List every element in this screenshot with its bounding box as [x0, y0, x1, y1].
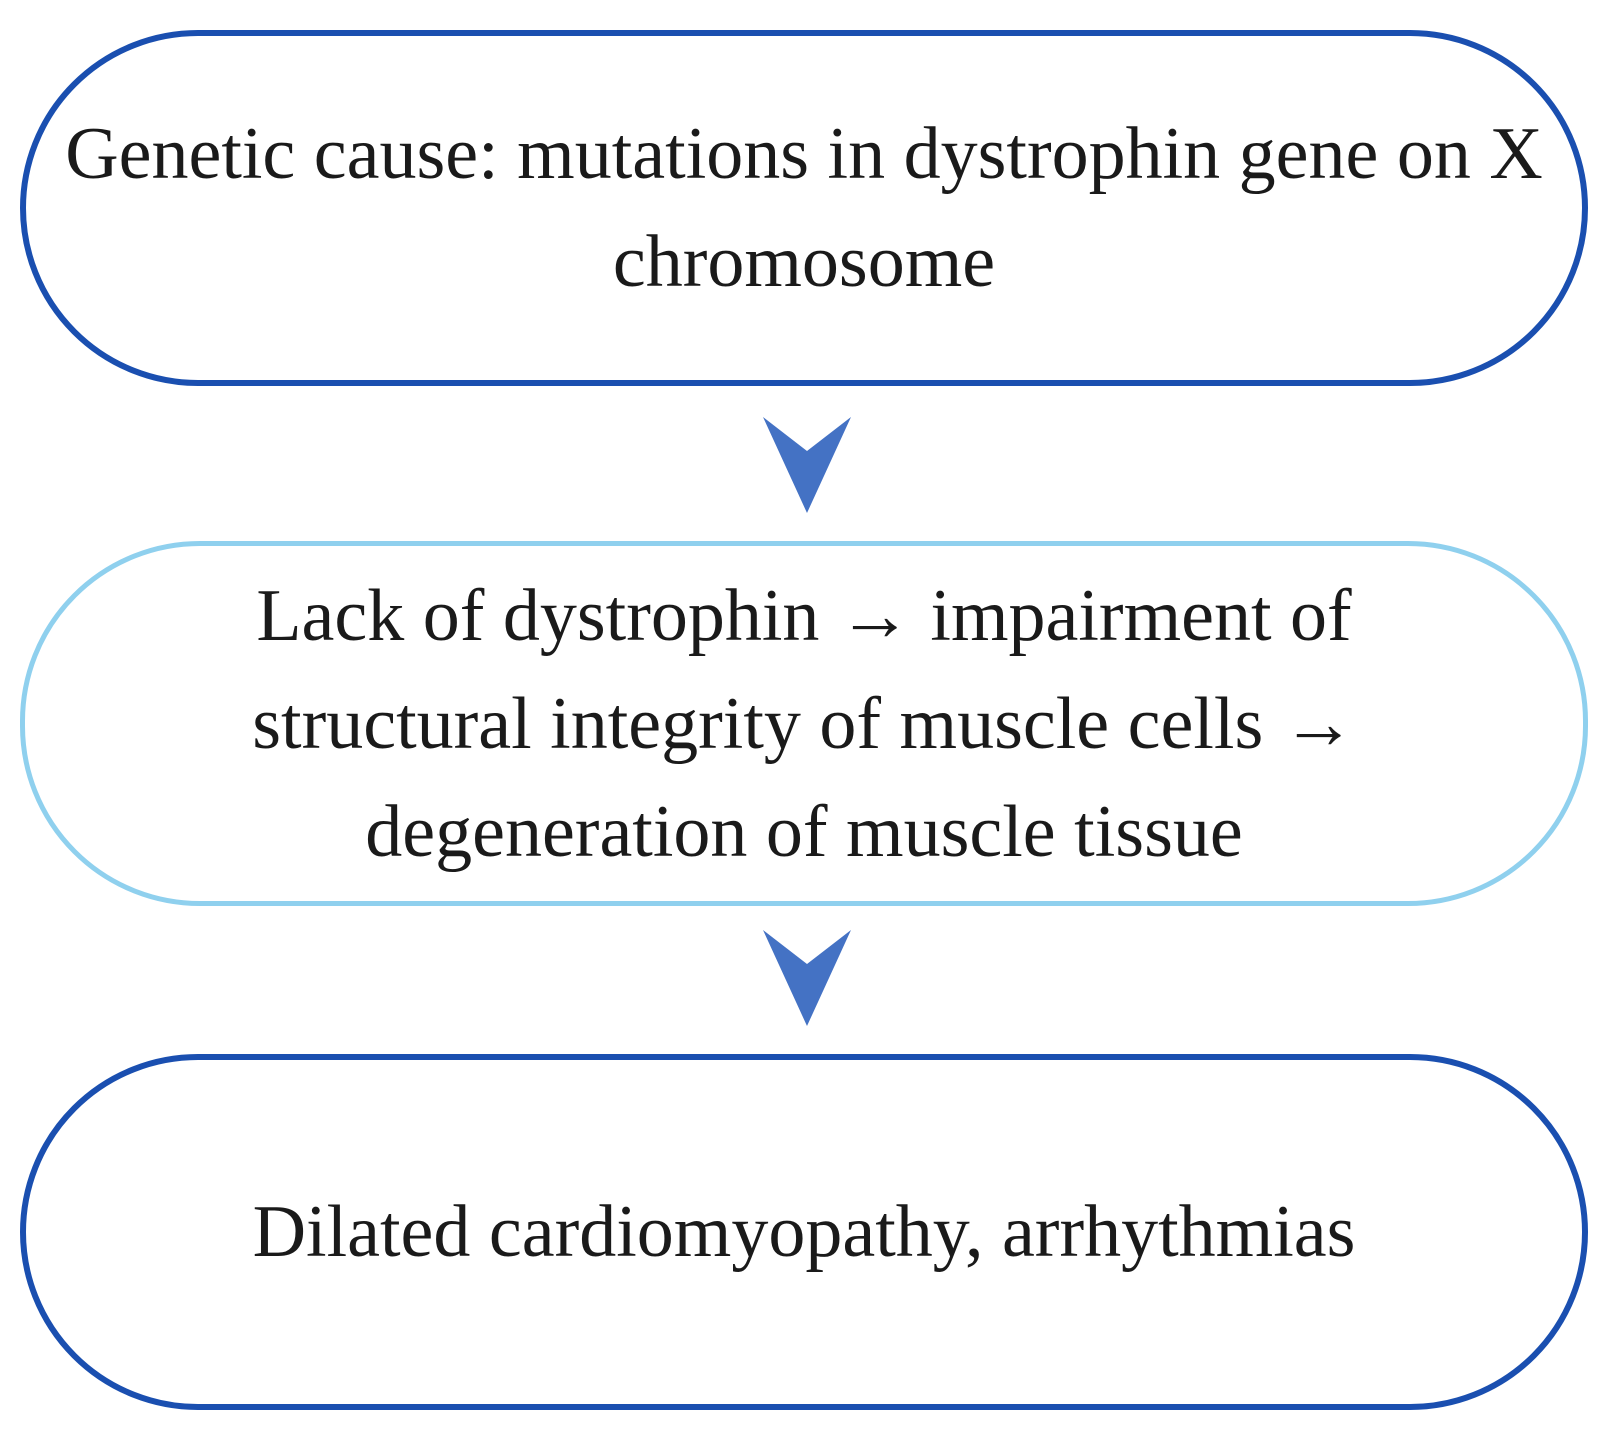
flow-node-label: Dilated cardiomyopathy, arrhythmias: [252, 1191, 1356, 1273]
flow-node-genetic-cause: Genetic cause: mutations in dystrophin g…: [20, 30, 1588, 386]
down-arrow-icon: [763, 417, 851, 513]
flow-node-outcome: Dilated cardiomyopathy, arrhythmias: [20, 1054, 1588, 1410]
down-arrow-icon: [763, 930, 851, 1026]
flow-node-label: Lack of dystrophin → impairment of struc…: [252, 574, 1356, 873]
flow-node-mechanism: Lack of dystrophin → impairment of struc…: [20, 541, 1588, 906]
flow-node-label: Genetic cause: mutations in dystrophin g…: [65, 113, 1543, 303]
